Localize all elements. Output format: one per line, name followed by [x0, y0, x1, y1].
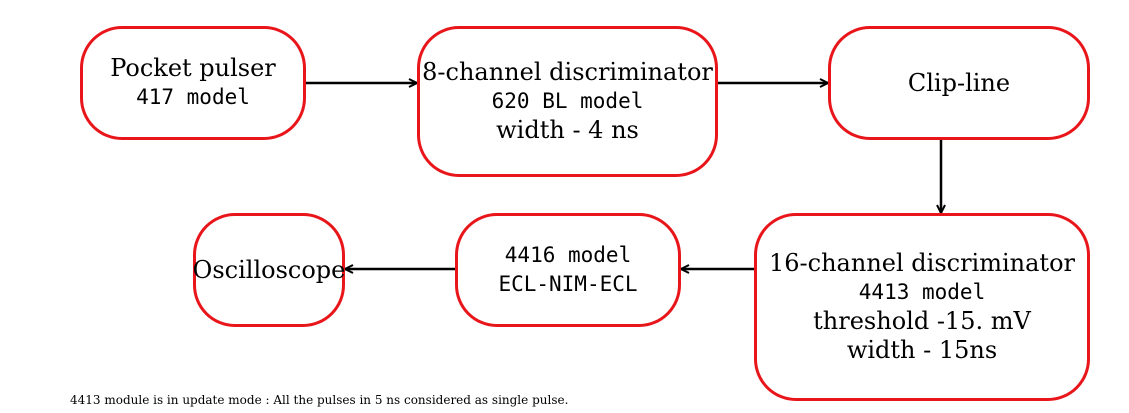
node-clip-line-title: Clip-line [907, 68, 1011, 97]
node-16-channel-discriminator-model: 4413 model [858, 280, 986, 304]
node-16-channel-discriminator-width: width - 15ns [846, 336, 998, 364]
node-8-channel-discriminator-model: 620 BL model [491, 89, 644, 113]
node-ecl-nim-ecl-converter-model: 4416 model [504, 243, 632, 267]
node-8-channel-discriminator-width: width - 4 ns [496, 116, 639, 144]
node-pocket-pulser: Pocket pulser 417 model [80, 26, 306, 140]
node-oscilloscope: Oscilloscope [193, 213, 345, 327]
node-clip-line: Clip-line [828, 26, 1090, 140]
node-pocket-pulser-model: 417 model [136, 85, 250, 109]
node-16-channel-discriminator-threshold: threshold -15. mV [813, 307, 1031, 335]
node-oscilloscope-title: Oscilloscope [192, 255, 346, 284]
node-16-channel-discriminator: 16-channel discriminator 4413 model thre… [754, 213, 1090, 401]
node-16-channel-discriminator-title: 16-channel discriminator [769, 249, 1075, 277]
node-pocket-pulser-title: Pocket pulser [110, 54, 276, 82]
node-ecl-nim-ecl-converter: 4416 model ECL-NIM-ECL [455, 213, 681, 327]
node-ecl-nim-ecl-converter-type: ECL-NIM-ECL [498, 272, 638, 296]
node-8-channel-discriminator: 8-channel discriminator 620 BL model wid… [417, 26, 718, 177]
node-8-channel-discriminator-title: 8-channel discriminator [422, 58, 713, 86]
footnote: 4413 module is in update mode : All the … [70, 393, 569, 407]
